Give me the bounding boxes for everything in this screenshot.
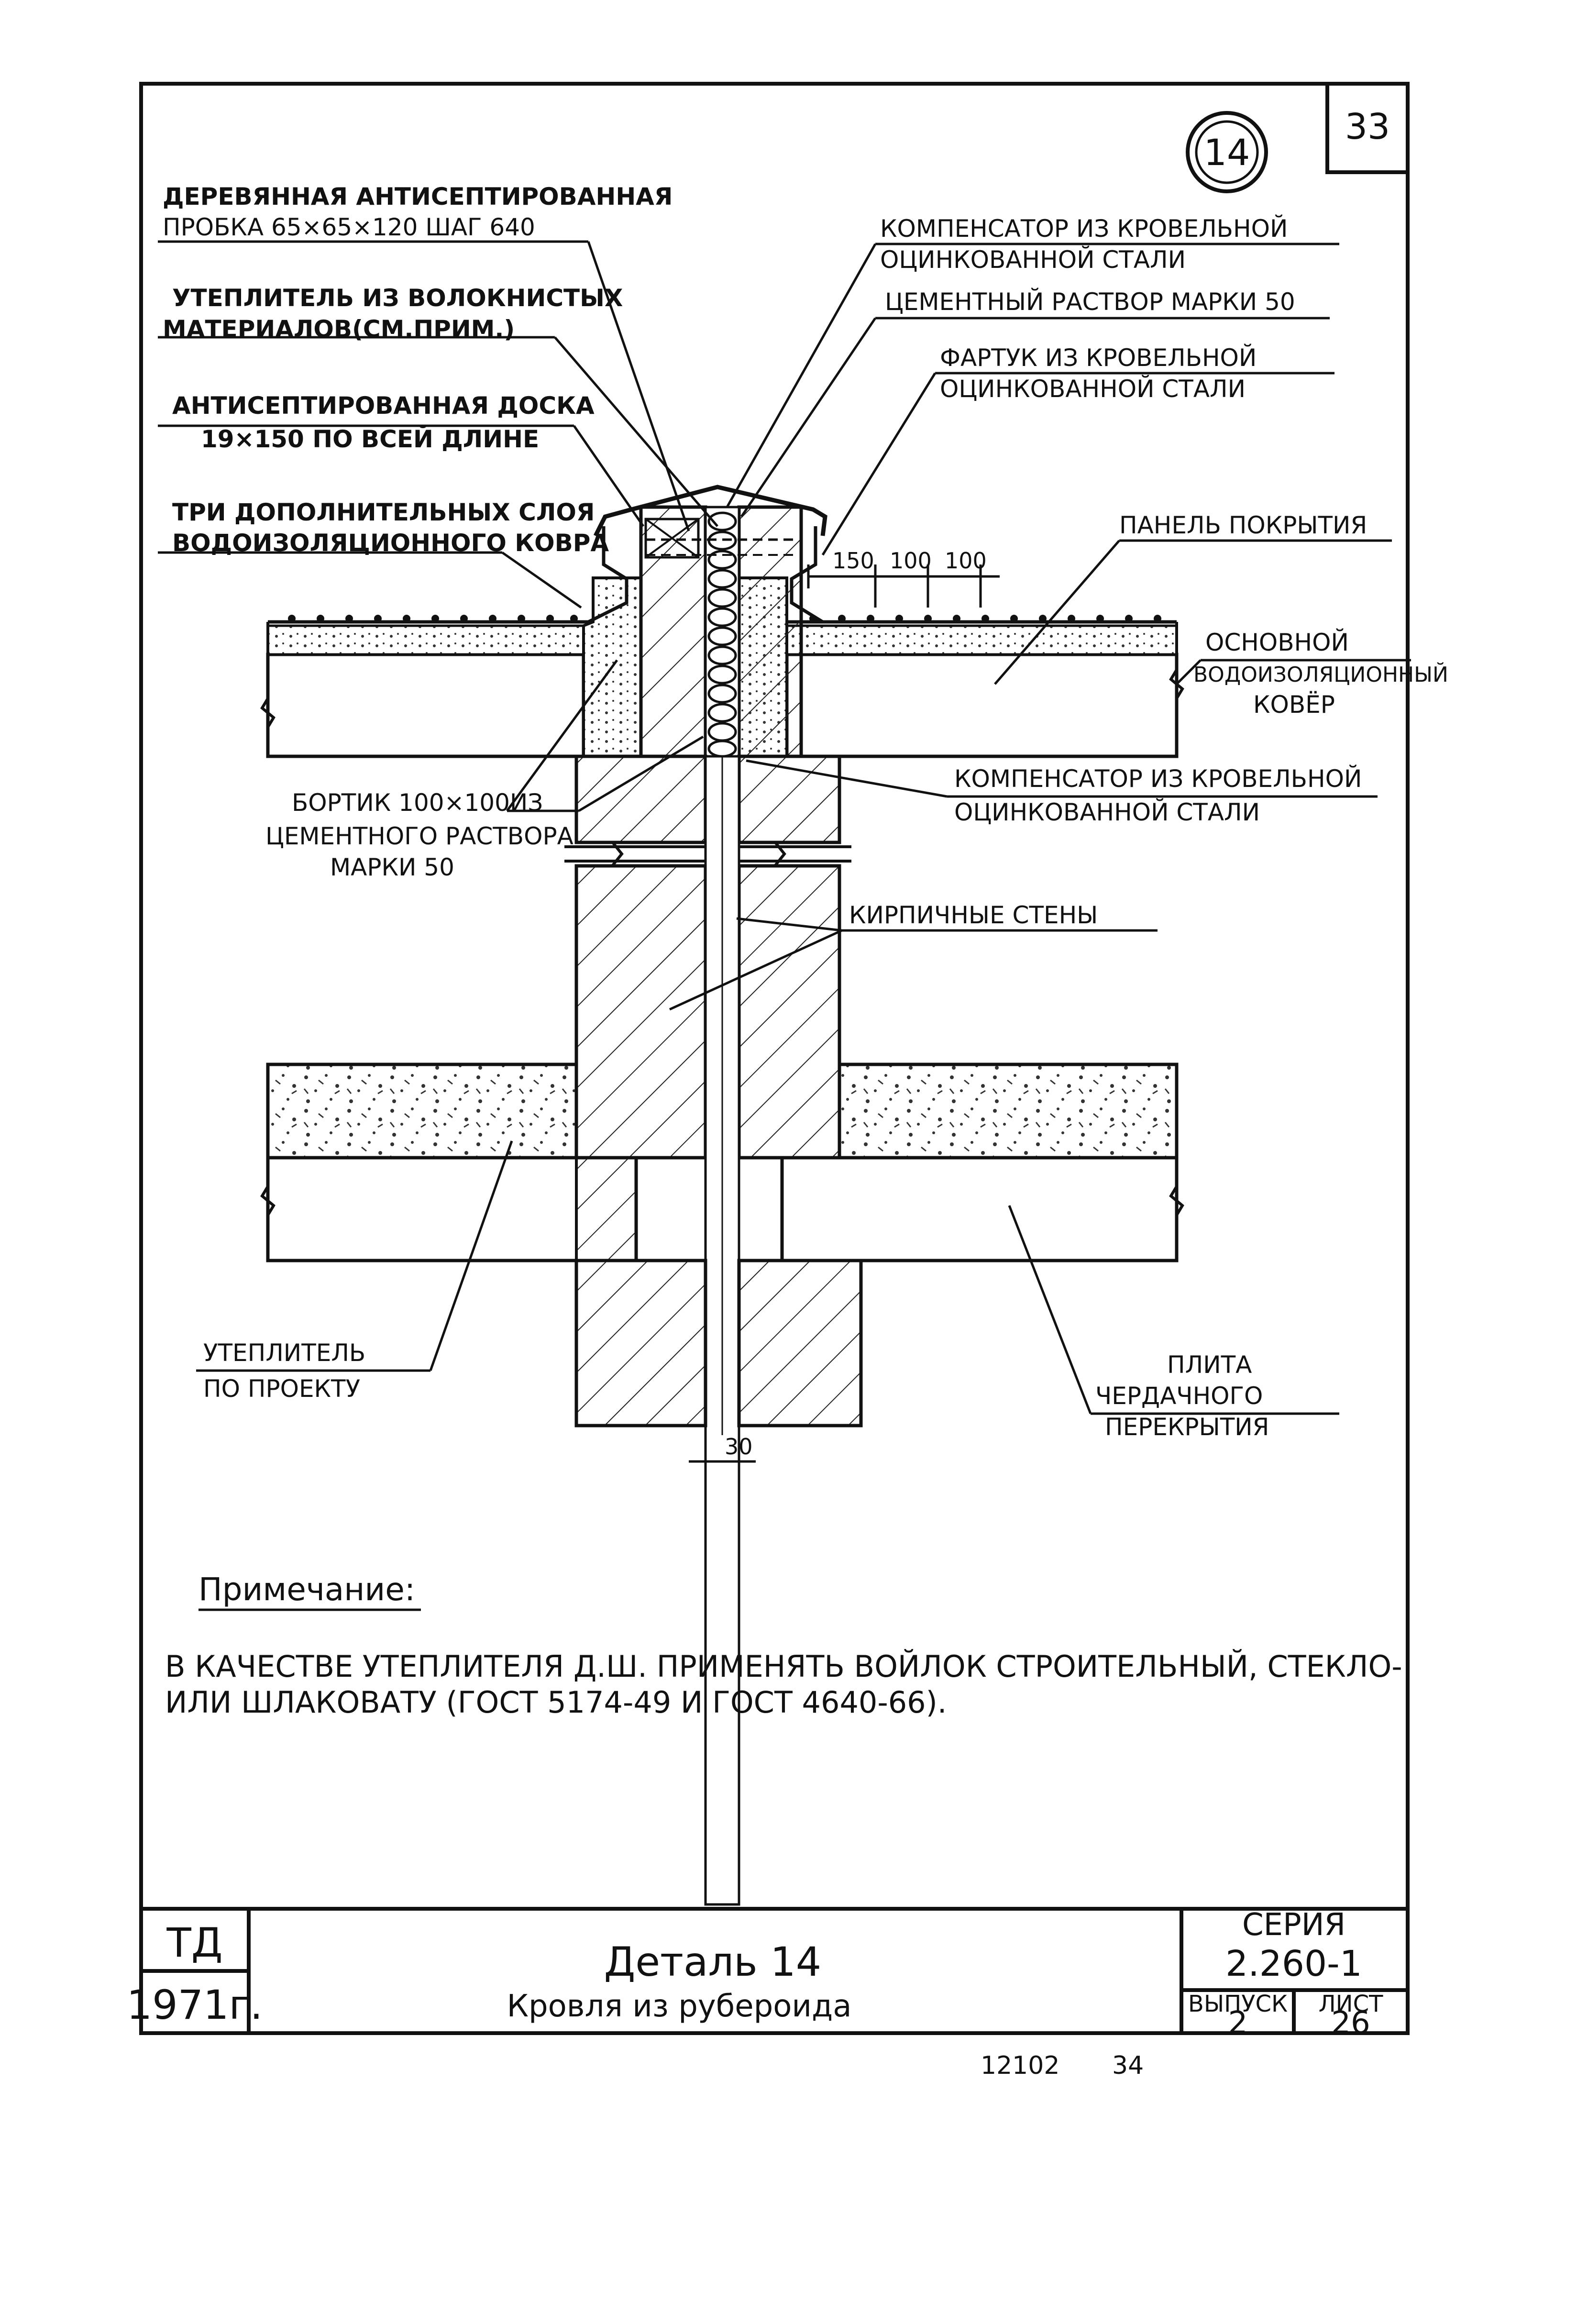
label-wood-plug-2: ПРОБКА 65×65×120 ШАГ 640	[163, 213, 535, 241]
dim-150: 150	[832, 548, 874, 574]
label-wood-plug-1: ДЕРЕВЯННАЯ АНТИСЕПТИРОВАННАЯ	[163, 183, 673, 210]
footer-page: 34	[1112, 2051, 1144, 2080]
fibrous-insulation	[707, 511, 737, 758]
insulation-right	[838, 1062, 1179, 1160]
sheet-border	[139, 82, 1410, 2035]
label-attic-slab-3: ПЕРЕКРЫТИЯ	[1105, 1413, 1269, 1441]
note-line-2: ИЛИ ШЛАКОВАТУ (ГОСТ 5174-49 И ГОСТ 4640-…	[165, 1685, 947, 1720]
gap-dimension	[689, 1426, 756, 1471]
leader-lines	[158, 240, 1411, 1415]
screed-left	[266, 624, 585, 656]
parapet-left	[639, 505, 707, 758]
label-comp-bottom-2: ОЦИНКОВАННОЙ СТАЛИ	[954, 798, 1260, 826]
label-board-2: 19×150 ПО ВСЕЙ ДЛИНЕ	[201, 425, 539, 453]
issue-label: ВЫПУСК	[1188, 1991, 1288, 2017]
brick-wall-left-base	[574, 1259, 707, 1428]
carpet-studs	[288, 615, 1161, 622]
apron-left	[587, 526, 629, 624]
parapet-right	[737, 505, 803, 758]
dim-100a: 100	[890, 548, 932, 574]
dim-gap: 30	[725, 1434, 753, 1460]
label-curb-3: МАРКИ 50	[330, 853, 454, 881]
title-sub: Кровля из рубероида	[507, 1989, 852, 2024]
label-comp-bottom-1: КОМПЕНСАТОР ИЗ КРОВЕЛЬНОЙ	[954, 764, 1362, 793]
brick-wall-right-upper	[737, 754, 841, 844]
series-label: СЕРИЯ	[1242, 1907, 1345, 1943]
brick-wall-left	[574, 864, 707, 1160]
label-attic-slab-1: ПЛИТА	[1167, 1351, 1252, 1379]
label-attic-slab-2: ЧЕРДАЧНОГО	[1095, 1382, 1263, 1410]
label-insul-project-1: УТЕПЛИТЕЛЬ	[203, 1339, 365, 1367]
brick-wall-right-base	[737, 1259, 863, 1428]
label-apron-2: ОЦИНКОВАННОЙ СТАЛИ	[940, 375, 1246, 403]
label-comp-top-1: КОМПЕНСАТОР ИЗ КРОВЕЛЬНОЙ	[880, 214, 1288, 243]
label-brick-walls: КИРПИЧНЫЕ СТЕНЫ	[849, 901, 1098, 929]
label-insul-project-2: ПО ПРОЕКТУ	[203, 1375, 360, 1403]
note-heading: Примечание:	[198, 1571, 415, 1608]
title-block	[141, 1907, 1408, 2033]
dim-100b: 100	[945, 548, 987, 574]
detail-marker-number: 14	[1204, 131, 1250, 174]
label-apron-1: ФАРТУК ИЗ КРОВЕЛЬНОЙ	[940, 343, 1257, 372]
label-panel: ПАНЕЛЬ ПОКРЫТИЯ	[1119, 511, 1367, 539]
label-base-carpet-3: КОВЁР	[1253, 691, 1335, 719]
corner-number-box	[1325, 82, 1410, 174]
brick-wall-left-lower	[575, 1156, 638, 1262]
callout-labels: ДЕРЕВЯННАЯ АНТИСЕПТИРОВАННАЯ ПРОБКА 65×6…	[163, 183, 1448, 1441]
label-comp-top-2: ОЦИНКОВАННОЙ СТАЛИ	[880, 245, 1186, 274]
sheet-value: 26	[1331, 2005, 1370, 2041]
footer-code: 12102	[981, 2051, 1059, 2080]
corner-number: 33	[1345, 106, 1390, 147]
label-insulation-1: УТЕПЛИТЕЛЬ ИЗ ВОЛОКНИСТЫХ	[172, 284, 623, 312]
title-year: 1971г.	[127, 1981, 263, 2028]
brick-wall-right	[737, 864, 841, 1160]
label-insulation-2: МАТЕРИАЛОВ(СМ.ПРИМ.)	[163, 315, 515, 343]
title-org: ТД	[166, 1919, 223, 1966]
issue-value: 2	[1228, 2005, 1248, 2041]
screed-right	[785, 624, 1178, 656]
compensator-cap	[593, 485, 827, 537]
title-main: Деталь 14	[604, 1938, 822, 1985]
apron-right	[790, 526, 824, 623]
label-layers-1: ТРИ ДОПОЛНИТЕЛЬНЫХ СЛОЯ	[172, 498, 595, 526]
sheet-label: ЛИСТ	[1319, 1991, 1384, 2017]
series-value: 2.260-1	[1225, 1943, 1362, 1984]
attic-slab-right	[780, 1156, 1179, 1262]
note-line-1: В КАЧЕСТВЕ УТЕПЛИТЕЛЯ Д.Ш. ПРИМЕНЯТЬ ВОЙ…	[165, 1649, 1402, 1684]
detail-marker-circle	[1186, 111, 1268, 193]
label-layers-2: ВОДОИЗОЛЯЦИОННОГО КОВРА	[172, 529, 609, 557]
label-mortar: ЦЕМЕНТНЫЙ РАСТВОР МАРКИ 50	[885, 288, 1295, 316]
label-board-1: АНТИСЕПТИРОВАННАЯ ДОСКА	[172, 392, 595, 420]
label-base-carpet-1: ОСНОВНОЙ	[1205, 628, 1349, 656]
roof-panel-left	[266, 653, 585, 758]
label-base-carpet-2: ВОДОИЗОЛЯЦИОННЫЙ	[1193, 662, 1448, 687]
insulation-left	[266, 1062, 578, 1160]
label-curb-2: ЦЕМЕНТНОГО РАСТВОРА	[265, 822, 573, 850]
label-curb-1: БОРТИК 100×100ИЗ	[292, 789, 543, 817]
spacing-dimension	[807, 564, 1000, 608]
roof-panel-right	[785, 653, 1179, 758]
